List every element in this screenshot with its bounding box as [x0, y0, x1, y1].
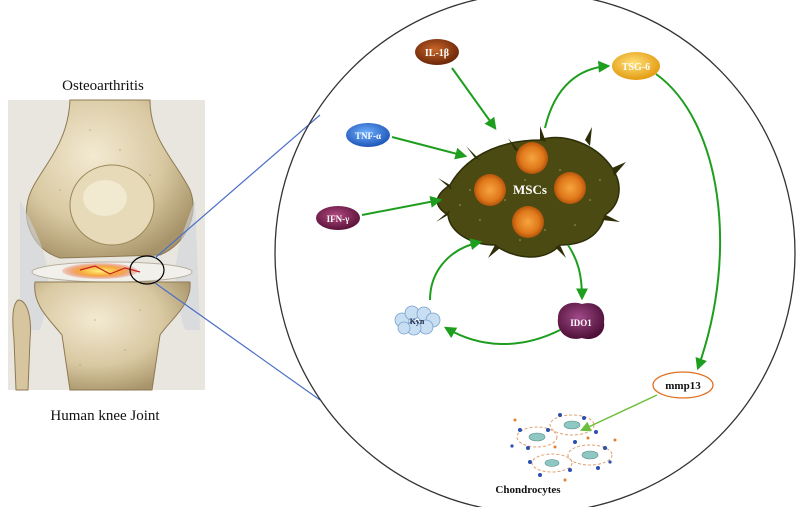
chondrocytes-cluster	[510, 413, 617, 482]
label-ifng: IFN-γ	[327, 214, 350, 224]
left-title: Osteoarthritis	[62, 78, 144, 94]
label-il1b: IL-1β	[425, 48, 449, 59]
label-mmp13: mmp13	[665, 380, 701, 392]
node-il1b: IL-1β	[415, 39, 459, 65]
left-caption: Human knee Joint	[50, 408, 160, 424]
label-tnfa: TNF-α	[355, 131, 381, 141]
arrow-kyn-to-mscs	[429, 238, 483, 301]
arrow-ido1-to-kyn	[443, 326, 561, 345]
arrows	[361, 60, 722, 371]
node-mmp13: mmp13	[652, 371, 714, 399]
arrow-mscs-to-tsg6	[544, 60, 611, 129]
label-ido1: IDO1	[570, 318, 592, 328]
node-tnfa: TNF-α	[346, 123, 390, 147]
leader-line-top	[154, 114, 321, 259]
label-mscs: MSCs	[513, 182, 547, 197]
msc-nucleus	[554, 172, 586, 204]
label-tsg6: TSG-6	[622, 62, 650, 73]
zoom-highlight-circle	[129, 255, 165, 285]
arrow-tsg6-to-mmp13	[655, 73, 722, 371]
arrow-mscs-to-ido1	[567, 244, 588, 301]
msc-nucleus	[474, 174, 506, 206]
label-chondrocytes: Chondrocytes	[495, 484, 561, 496]
arrow-il1b-to-mscs	[451, 67, 497, 130]
arrow-mmp13-to-chondrocytes	[580, 394, 658, 432]
label-kyn: Kyn	[410, 317, 425, 326]
zoom-circle	[274, 0, 796, 507]
leader-line-bottom	[154, 282, 321, 401]
msc-cluster	[436, 126, 626, 258]
node-ido1: IDO1	[557, 302, 605, 340]
node-kyn: Kyn	[394, 305, 441, 336]
arrow-tnfa-to-mscs	[391, 136, 468, 160]
msc-nucleus	[516, 142, 548, 174]
node-tsg6: TSG-6	[612, 52, 660, 80]
msc-nucleus	[512, 206, 544, 238]
arrow-ifng-to-mscs	[361, 195, 443, 216]
knee-illustration	[8, 99, 205, 391]
node-ifng: IFN-γ	[316, 206, 360, 230]
